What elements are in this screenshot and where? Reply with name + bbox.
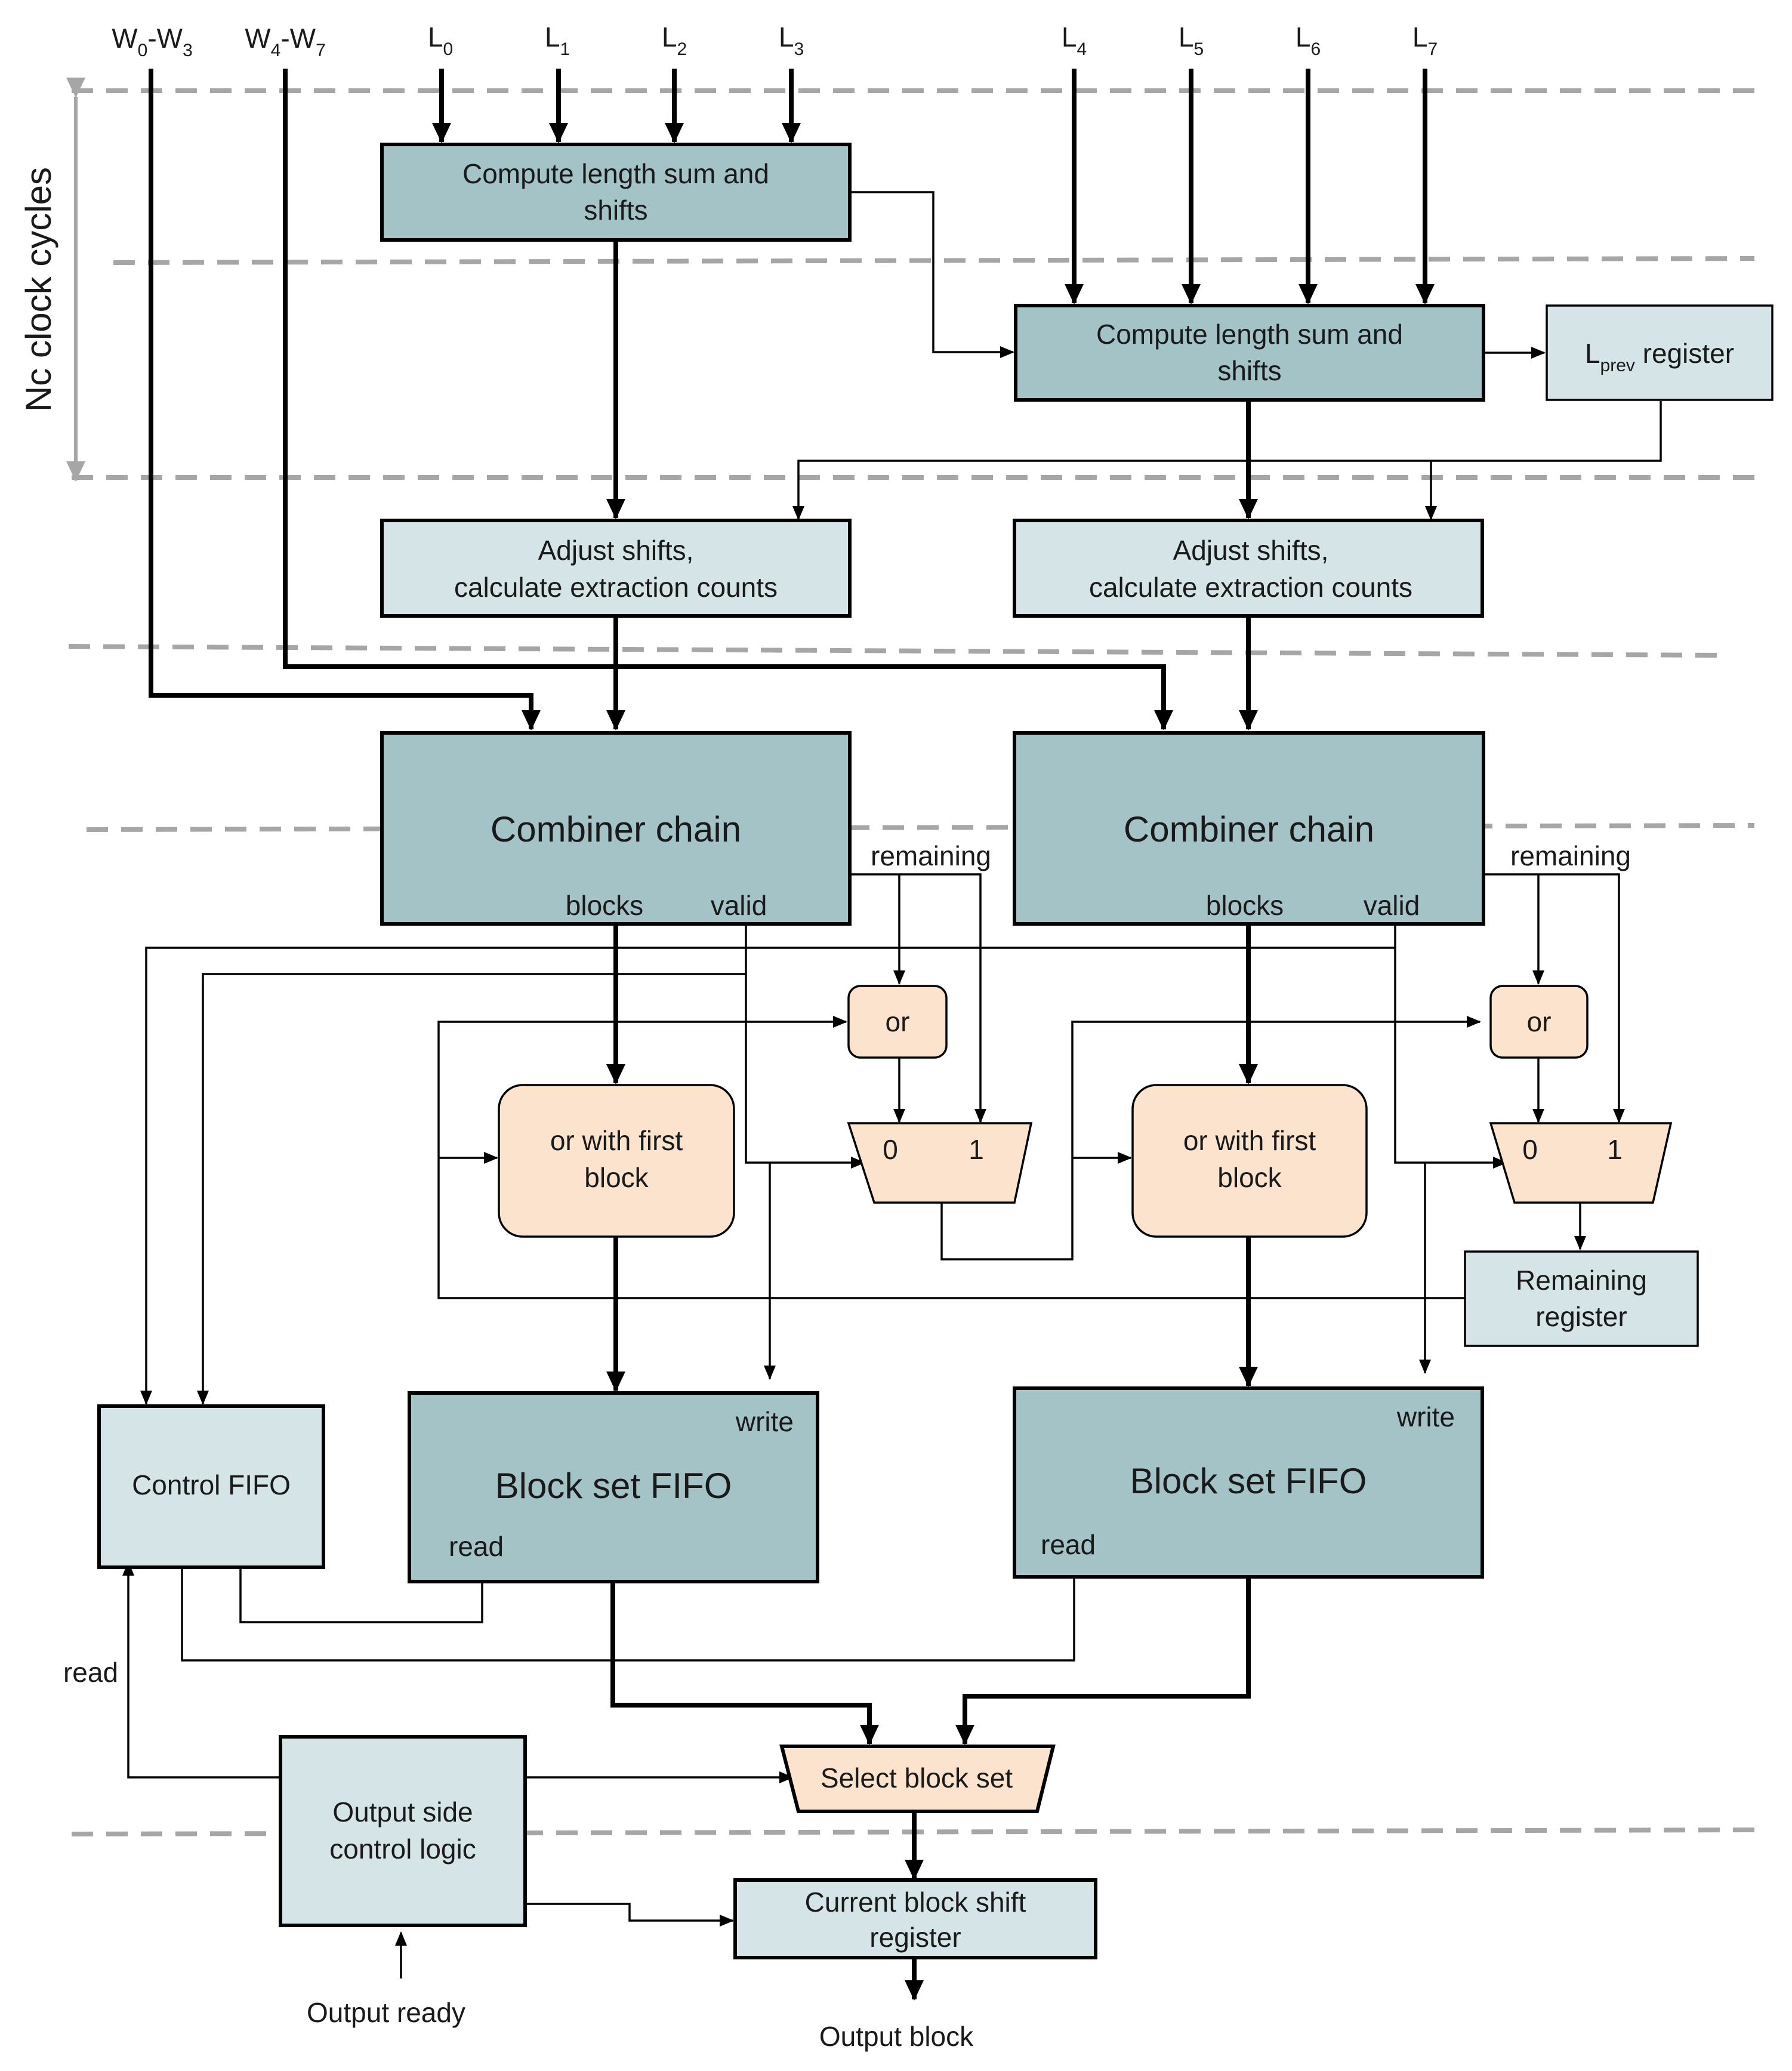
mux-input-1-label: 1 <box>969 1134 984 1165</box>
block-set-fifo-2: Block set FIFO write read <box>1013 1386 1484 1579</box>
control-fifo-label: Control FIFO <box>132 1469 291 1500</box>
lprev-register: Lprev register <box>1546 304 1774 401</box>
output-control-line-2: control logic <box>329 1833 476 1864</box>
input-label-l7: L7 <box>1412 21 1438 59</box>
combiner-chain-1: Combiner chain blocks valid remaining <box>380 731 991 926</box>
adjust-shifts-block-2: Adjust shifts, calculate extraction coun… <box>1013 519 1484 618</box>
remaining-register: Remaining register <box>1464 1250 1699 1347</box>
or-gate-label: or <box>886 1006 910 1037</box>
adjust-shifts-line-1: Adjust shifts, <box>1173 535 1329 566</box>
fifo-read-label: read <box>1041 1529 1096 1560</box>
or-with-first-block-2: or with first block <box>1131 1084 1368 1238</box>
valid-port-label: valid <box>1364 890 1420 921</box>
or-gate-1: or <box>847 985 948 1059</box>
valid-port-label: valid <box>711 890 767 921</box>
remaining-register-line-1: Remaining <box>1516 1265 1647 1296</box>
input-label-l4: L4 <box>1062 21 1087 59</box>
or-gate-label: or <box>1527 1006 1552 1037</box>
or-first-line-1: or with first <box>1183 1125 1316 1156</box>
shift-register-line-1: Current block shift <box>805 1887 1026 1918</box>
input-label-l2: L2 <box>662 21 687 59</box>
remaining-register-line-2: register <box>1535 1301 1627 1332</box>
adjust-shifts-block-1: Adjust shifts, calculate extraction coun… <box>380 519 852 618</box>
control-fifo-read-label: read <box>63 1657 118 1688</box>
mux-input-0-label: 0 <box>883 1134 898 1165</box>
compute-length-line-1: Compute length sum and <box>1096 319 1403 350</box>
clock-cycles-label: Nc clock cycles <box>18 167 58 412</box>
compute-length-line-2: shifts <box>584 195 647 226</box>
compute-length-sum-block-2: Compute length sum and shifts <box>1014 304 1485 402</box>
input-label-l5: L5 <box>1179 21 1204 59</box>
or-first-line-2: block <box>584 1162 649 1193</box>
or-first-line-2: block <box>1217 1162 1282 1193</box>
fifo-read-label: read <box>449 1531 504 1562</box>
block-set-fifo-1: Block set FIFO write read <box>408 1391 819 1583</box>
input-label-w4-w7: W4-W7 <box>245 23 326 60</box>
blocks-port-label: blocks <box>566 890 643 921</box>
blocks-port-label: blocks <box>1206 890 1284 921</box>
input-label-w0-w3: W0-W3 <box>112 23 193 60</box>
adjust-shifts-line-2: calculate extraction counts <box>454 572 778 603</box>
fifo-write-label: write <box>1396 1401 1455 1432</box>
input-label-l1: L1 <box>545 21 570 59</box>
current-block-shift-register: Current block shift register <box>733 1878 1097 1959</box>
or-gate-2: or <box>1489 985 1589 1059</box>
compute-length-line-2: shifts <box>1217 355 1281 386</box>
select-block-set-label: Select block set <box>821 1762 1013 1793</box>
shift-register-line-2: register <box>869 1922 961 1953</box>
output-block-label: Output block <box>819 2021 974 2052</box>
control-fifo: Control FIFO <box>97 1404 325 1569</box>
input-label-l0: L0 <box>428 21 453 59</box>
mux-input-1-label: 1 <box>1607 1134 1623 1165</box>
input-label-l6: L6 <box>1296 21 1321 59</box>
output-control-line-1: Output side <box>332 1796 473 1827</box>
block-set-fifo-title: Block set FIFO <box>495 1466 732 1506</box>
combiner-chain-title: Combiner chain <box>491 809 741 849</box>
adjust-shifts-line-1: Adjust shifts, <box>538 535 694 566</box>
clock-cycles-indicator: Nc clock cycles <box>18 78 85 482</box>
lprev-register-label: Lprev register <box>1585 338 1734 375</box>
compute-length-line-1: Compute length sum and <box>462 158 769 189</box>
mux-2: 0 1 <box>1489 1122 1673 1204</box>
combiner-chain-2: Combiner chain blocks valid remaining <box>1013 731 1631 926</box>
mux-input-0-label: 0 <box>1522 1134 1538 1165</box>
combiner-chain-title: Combiner chain <box>1124 809 1374 849</box>
wires <box>122 69 1662 2001</box>
select-block-set: Select block set <box>779 1745 1056 1813</box>
remaining-port-label: remaining <box>871 840 991 871</box>
fifo-write-label: write <box>735 1406 794 1437</box>
or-with-first-block-1: or with first block <box>498 1084 735 1238</box>
adjust-shifts-line-2: calculate extraction counts <box>1089 572 1412 603</box>
mux-1: 0 1 <box>847 1122 1033 1204</box>
output-ready-label: Output ready <box>307 1997 465 2028</box>
input-label-l3: L3 <box>779 21 804 59</box>
input-labels: W0-W3 W4-W7 L0 L1 L2 L3 L4 L5 L6 L7 <box>112 21 1438 60</box>
block-set-fifo-title: Block set FIFO <box>1130 1461 1367 1501</box>
compute-length-sum-block-1: Compute length sum and shifts <box>380 143 852 242</box>
output-side-control-logic: Output side control logic <box>279 1735 527 1927</box>
or-first-line-1: or with first <box>550 1125 683 1156</box>
remaining-port-label: remaining <box>1510 840 1631 871</box>
